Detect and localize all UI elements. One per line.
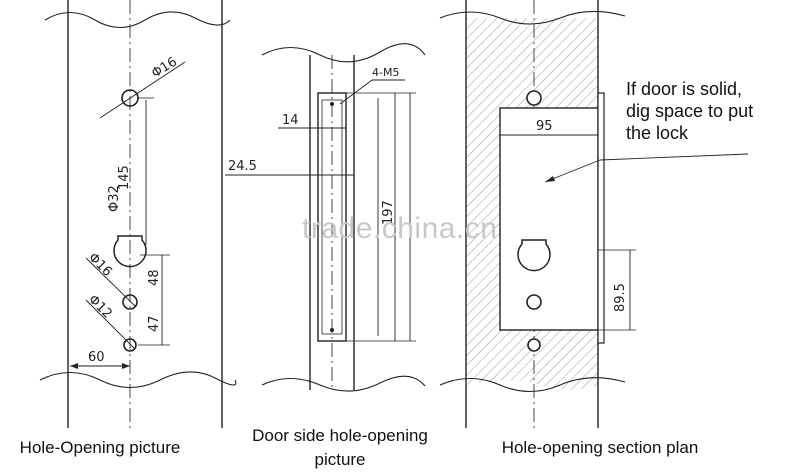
solid-door-note: If door is solid, dig space to put the l…	[626, 78, 753, 144]
note-line: If door is solid,	[626, 79, 743, 99]
dim-hole-mid: Φ32	[107, 185, 122, 212]
faceplate	[317, 92, 347, 342]
caption-section-plan: Hole-opening section plan	[501, 438, 699, 457]
dim-48: 48	[147, 269, 162, 286]
leader-screws	[339, 79, 373, 105]
dim-24-5: 24.5	[228, 159, 257, 174]
screw-hole	[330, 102, 334, 106]
left-panel: Φ16 145 Φ32 48 Φ16 Φ12 47 60	[39, 0, 237, 428]
dim-length: 197	[381, 200, 396, 225]
break-line-bottom	[261, 375, 426, 392]
note-line: the lock	[626, 123, 689, 143]
dim-hole-small2: Φ12	[85, 292, 115, 322]
faceplate-inner	[321, 99, 343, 335]
note-leader	[544, 159, 601, 183]
caption-hole-opening: Hole-Opening picture	[19, 438, 181, 457]
arrow	[122, 363, 130, 369]
break-line-top	[439, 10, 626, 25]
hole-small2	[527, 338, 541, 352]
watermark: trade.china.cn	[302, 212, 498, 245]
break-line-top	[44, 11, 231, 29]
caption-door-side: Door side hole-opening picture	[222, 424, 458, 472]
dim-hole-small1: Φ16	[85, 250, 115, 280]
screw-hole	[330, 328, 334, 332]
note-line: dig space to put	[626, 101, 754, 121]
hole-top	[526, 90, 542, 106]
arrow	[545, 176, 555, 182]
dim-screws: 4-M5	[372, 66, 399, 79]
right-panel: 95 89.5	[439, 0, 749, 428]
middle-panel: 4-M5 14 24.5 197	[225, 43, 426, 392]
dim-95: 95	[536, 119, 553, 134]
leader-top-hole	[99, 61, 186, 119]
dim-spacing: 145	[117, 165, 132, 190]
hole-small1	[122, 294, 138, 310]
hole-mid	[113, 235, 147, 268]
leader-small2	[85, 299, 135, 349]
dim-60: 60	[88, 350, 105, 365]
hatched-door-section	[466, 18, 598, 390]
arrow	[70, 363, 78, 369]
hole-small1	[526, 294, 542, 310]
dim-89-5: 89.5	[613, 283, 628, 312]
lock-pocket	[499, 107, 599, 331]
note-leader-tail	[599, 153, 749, 161]
faceplate-edge	[597, 92, 605, 344]
caption-line: Door side hole-opening	[252, 426, 428, 445]
hole-mid	[517, 239, 551, 272]
break-line-bottom	[39, 371, 237, 388]
break-line-top	[261, 43, 426, 63]
hole-small2	[123, 338, 137, 352]
caption-line: picture	[314, 450, 366, 469]
dim-14: 14	[282, 113, 299, 128]
leader-small1	[85, 257, 136, 307]
dim-47: 47	[147, 315, 162, 332]
dim-hole-top: Φ16	[149, 54, 180, 81]
